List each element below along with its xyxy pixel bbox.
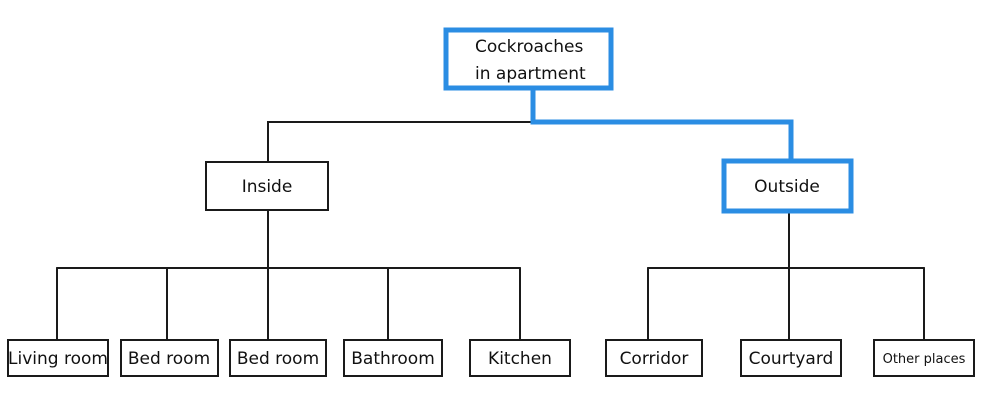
root-label-line-2: in apartment — [475, 64, 586, 84]
leaf-bed-room-1-label: Bed room — [128, 349, 210, 369]
highlight-path-root-to-outside — [530, 89, 794, 161]
node-root[interactable]: Cockroaches in apartment — [443, 27, 614, 91]
leaf-bathroom[interactable]: Bathroom — [343, 339, 443, 377]
connector-root-to-inside — [267, 121, 534, 163]
node-outside-label: Outside — [754, 177, 820, 197]
leaf-kitchen-label: Kitchen — [488, 349, 552, 369]
leaf-bathroom-label: Bathroom — [351, 349, 435, 369]
leaf-kitchen[interactable]: Kitchen — [469, 339, 571, 377]
leaf-bed-room-2-label: Bed room — [237, 349, 319, 369]
leaf-corridor[interactable]: Corridor — [605, 339, 703, 377]
leaf-corridor-label: Corridor — [620, 349, 689, 369]
leaf-living-room-label: Living room — [8, 349, 108, 369]
leaf-courtyard[interactable]: Courtyard — [740, 339, 842, 377]
node-outside[interactable]: Outside — [721, 158, 854, 214]
leaf-courtyard-label: Courtyard — [749, 349, 834, 369]
root-label-line-1: Cockroaches — [475, 37, 583, 57]
leaf-bed-room-2[interactable]: Bed room — [229, 339, 327, 377]
node-inside[interactable]: Inside — [205, 161, 329, 211]
leaf-bed-room-1[interactable]: Bed room — [120, 339, 219, 377]
leaf-other-places-label: Other places — [883, 352, 966, 367]
leaf-other-places[interactable]: Other places — [873, 339, 975, 377]
node-inside-label: Inside — [242, 177, 293, 197]
leaf-living-room[interactable]: Living room — [7, 339, 109, 377]
